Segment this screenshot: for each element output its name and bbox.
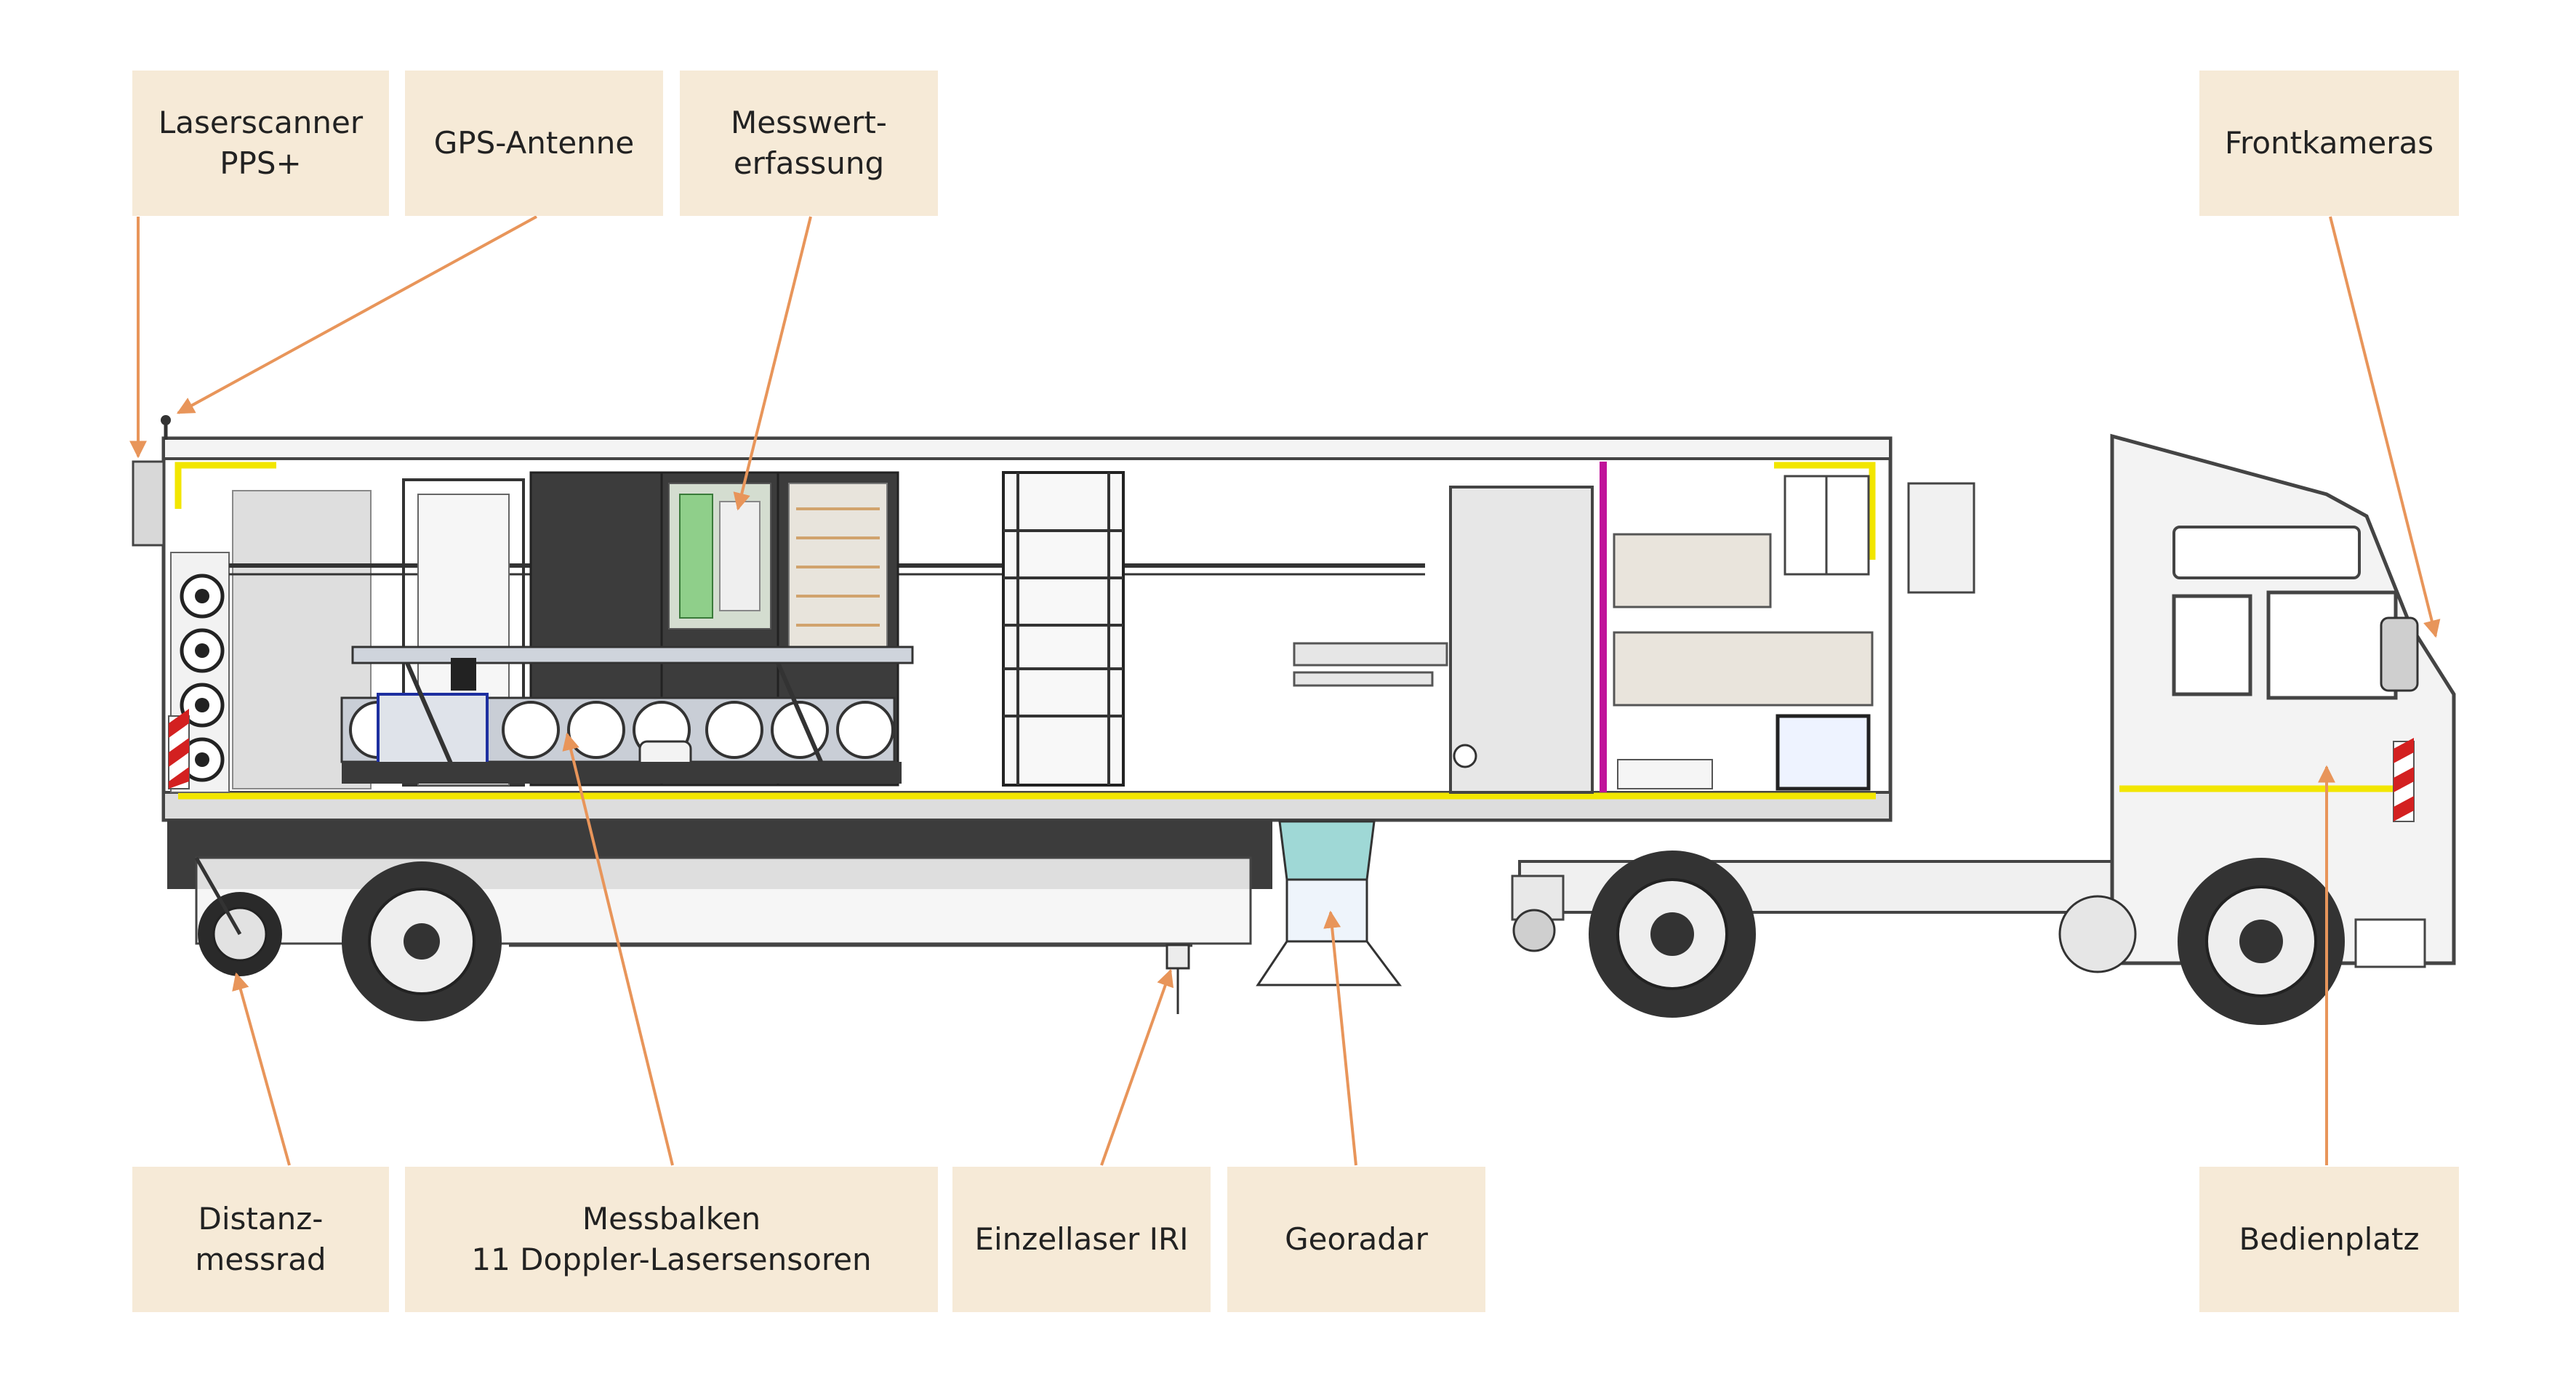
label-georadar-line1: Georadar [1285, 1221, 1428, 1257]
front-step [2354, 918, 2426, 968]
label-laserscanner-line1: Laserscanner [158, 105, 364, 140]
label-einzellaser-line1: Einzellaser IRI [974, 1221, 1189, 1257]
open-rack [1002, 471, 1125, 787]
label-georadar: Georadar [1227, 1167, 1485, 1312]
leader-distanz [232, 972, 291, 1166]
truck [1511, 433, 2456, 1025]
label-distanz-line2: messrad [195, 1242, 326, 1277]
fuel-tank [2058, 895, 2137, 973]
label-frontkameras: Frontkameras [2199, 71, 2459, 216]
label-gps-line1: GPS-Antenne [433, 125, 635, 161]
laserscanner-unit [132, 460, 165, 547]
label-frontkameras-line1: Frontkameras [2224, 125, 2434, 161]
cooling-fans [180, 574, 225, 782]
label-laserscanner-line2: PPS+ [220, 145, 302, 181]
label-messwert-line1: Messwert- [731, 105, 887, 140]
leader-messbalken [562, 732, 674, 1166]
trailer-roof-rail [162, 437, 1892, 460]
label-distanzmessrad: Distanz- messrad [132, 1167, 389, 1312]
leader-einzellaser [1100, 968, 1174, 1166]
label-messbalken-line2: 11 Doppler-Lasersensoren [471, 1242, 872, 1277]
label-einzellaser-iri: Einzellaser IRI [952, 1167, 1211, 1312]
cab-warning-stripes [2393, 738, 2415, 822]
label-messwert-line2: erfassung [733, 145, 885, 181]
operator-desk-upper [1613, 533, 1772, 608]
front-equipment-box [1907, 482, 1975, 594]
label-laserscanner-pps: Laserscanner PPS+ [132, 71, 389, 216]
georadar-base [1256, 940, 1402, 986]
label-bedienplatz-line1: Bedienplatz [2239, 1221, 2420, 1257]
label-distanz-line1: Distanz- [198, 1201, 324, 1237]
leader-georadar [1323, 910, 1357, 1166]
label-bedienplatz: Bedienplatz [2199, 1167, 2459, 1312]
leader-gps [176, 215, 537, 414]
label-messbalken-line1: Messbalken [582, 1201, 761, 1237]
side-window-front [2266, 590, 2398, 700]
front-cameras [2380, 616, 2419, 692]
label-messwerterfassung: Messwert- erfassung [680, 71, 938, 216]
side-shelf [1293, 642, 1448, 667]
leader-lines [129, 215, 2441, 1166]
side-window-rear [2172, 594, 2252, 696]
front-yellow-trim [1774, 462, 1876, 560]
georadar-antenna-glass [1278, 820, 1376, 881]
rear-yellow-trim [174, 462, 276, 509]
leader-messwert [733, 216, 812, 511]
label-gps-antenne: GPS-Antenne [405, 71, 663, 216]
rear-warning-stripes [168, 709, 190, 789]
sleeper-window [2172, 526, 2361, 579]
single-laser-iri [1165, 944, 1190, 970]
interior-door [1449, 486, 1594, 794]
operator-desk-lower [1613, 631, 1874, 707]
label-messbalken: Messbalken 11 Doppler-Lasersensoren [405, 1167, 938, 1312]
leader-frontkameras [2329, 216, 2441, 638]
georadar-housing [1285, 878, 1368, 943]
measuring-beam-assembly [340, 646, 914, 784]
gps-antenna-head [161, 415, 171, 425]
monitor [1775, 714, 1871, 791]
trailer [132, 415, 1975, 1021]
